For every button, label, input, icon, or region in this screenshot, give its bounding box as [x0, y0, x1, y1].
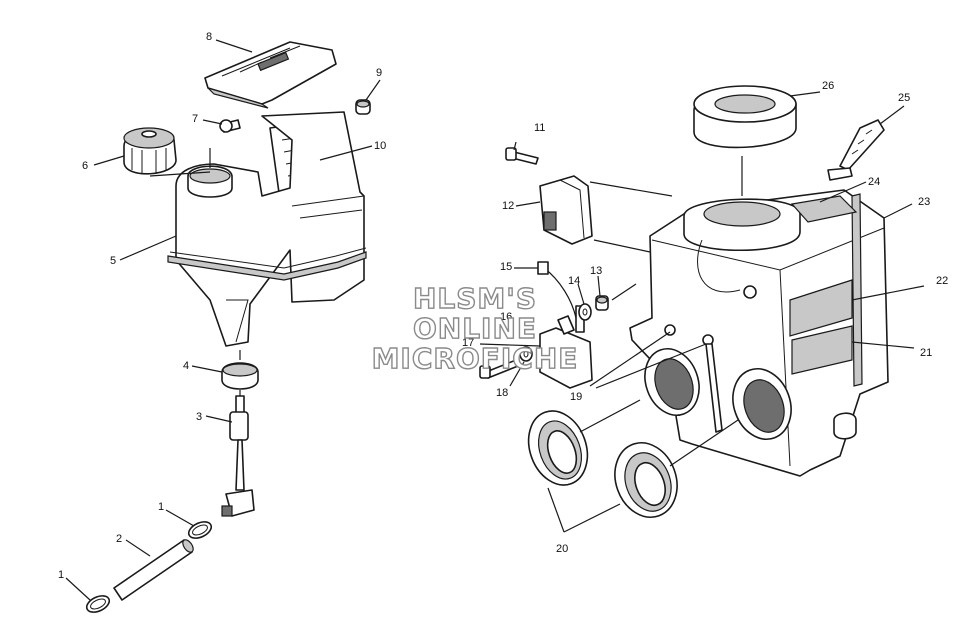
callout-labels: 1 1 2 3 4 5 6 7 8 9 10 11 12 13 14 15 16…	[58, 31, 948, 581]
callout-25: 25	[898, 92, 910, 104]
part-21-label	[791, 325, 853, 375]
callout-6: 6	[82, 160, 88, 172]
watermark: HLSM'S ONLINE MICROFICHE	[370, 282, 580, 375]
callout-22: 22	[936, 275, 948, 287]
part-8-tank-cover	[204, 41, 337, 109]
watermark-line-2: ONLINE	[412, 312, 538, 345]
part-2-oil-hose	[113, 539, 194, 601]
callout-23: 23	[918, 196, 930, 208]
callout-8: 8	[206, 31, 212, 43]
callout-24: 24	[868, 176, 880, 188]
callout-4: 4	[183, 360, 189, 372]
part-24-label	[790, 195, 858, 223]
part-18-washer	[519, 346, 533, 362]
part-4-grommet	[221, 362, 259, 390]
part-5-oil-tank	[167, 111, 367, 347]
air-box-drain-hose	[705, 343, 857, 440]
leader-lines	[65, 39, 925, 601]
callout-15: 15	[500, 261, 512, 273]
part-20-boot-right	[614, 442, 678, 518]
part-26-foam-ring	[693, 85, 797, 149]
callout-12: 12	[502, 200, 514, 212]
part-22-label	[789, 279, 853, 337]
part-11-bolt	[505, 147, 539, 165]
part-6-fill-cap	[123, 127, 177, 175]
callout-17: 17	[462, 337, 474, 349]
callout-11: 11	[534, 122, 545, 134]
part-7-screw	[219, 119, 241, 133]
part-1-clamp-lower	[85, 595, 111, 613]
callout-26: 26	[822, 80, 834, 92]
callout-20: 20	[556, 543, 568, 555]
callout-1a: 1	[58, 569, 64, 581]
air-box-inlet-left	[644, 348, 700, 416]
callout-19: 19	[570, 391, 582, 403]
callout-13: 13	[590, 265, 602, 277]
callout-18: 18	[496, 387, 508, 399]
part-16-coil	[539, 305, 593, 389]
callout-9: 9	[376, 67, 382, 79]
air-box-inlet-right	[732, 368, 792, 440]
part-3-pickup-valve	[221, 395, 255, 517]
callout-5: 5	[110, 255, 116, 267]
callout-2: 2	[116, 533, 122, 545]
callout-7: 7	[192, 113, 198, 125]
callout-3: 3	[196, 411, 202, 423]
part-20-boot-left	[527, 410, 589, 486]
callout-16: 16	[500, 311, 512, 323]
part-1-clamp-upper	[187, 521, 213, 539]
part-25-strap	[827, 119, 885, 181]
callout-14: 14	[568, 275, 580, 287]
part-17-bolt	[479, 359, 519, 379]
part-13-spacer	[595, 295, 609, 311]
callout-1b: 1	[158, 501, 164, 513]
part-9-grommet	[355, 99, 371, 115]
watermark-line-1: HLSM'S	[412, 282, 538, 315]
part-12-cdi-module	[539, 175, 593, 245]
callout-10: 10	[374, 140, 386, 152]
callout-21: 21	[920, 347, 932, 359]
watermark-line-3: MICROFICHE	[371, 342, 579, 375]
part-14-washer	[578, 303, 592, 321]
